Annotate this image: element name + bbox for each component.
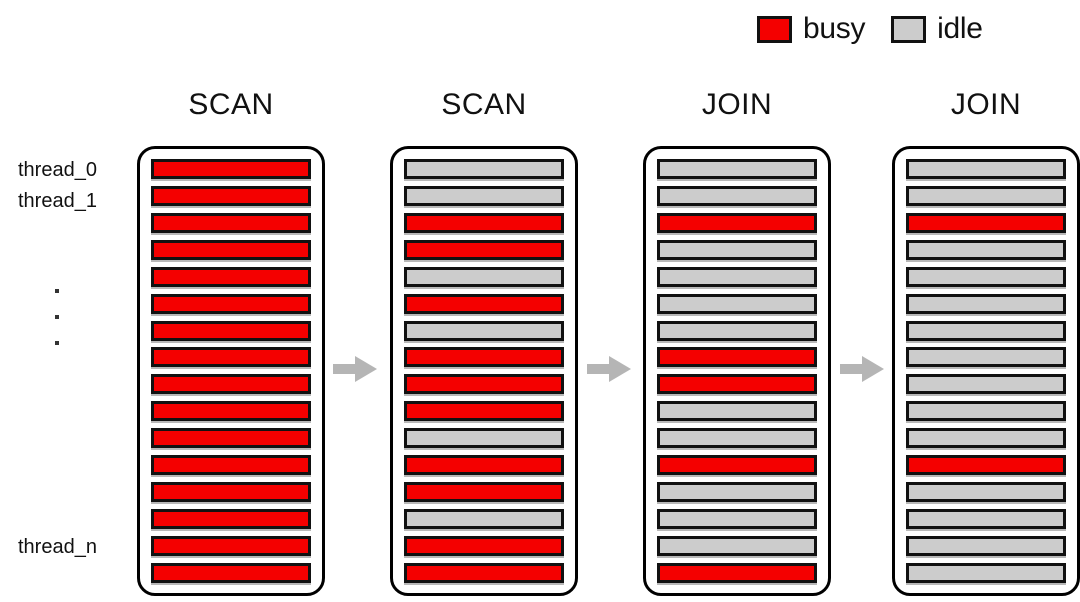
legend-label-idle: idle (937, 12, 983, 45)
legend-label-busy: busy (803, 12, 866, 45)
thread-bar (906, 320, 1066, 341)
thread-bar (151, 185, 311, 206)
stage-column-2 (390, 146, 578, 596)
thread-bar (657, 562, 817, 583)
thread-bar (151, 293, 311, 314)
stage-column-1 (137, 146, 325, 596)
idle-swatch-icon (891, 15, 927, 43)
thread-bar (151, 239, 311, 260)
thread-bar (151, 320, 311, 341)
thread-bar (151, 428, 311, 449)
stage-headers: SCAN SCAN JOIN JOIN (0, 90, 1080, 124)
thread-bar (657, 455, 817, 476)
thread-bar (657, 239, 817, 260)
thread-bar (657, 293, 817, 314)
vertical-ellipsis-icon (55, 289, 59, 345)
thread-bar (404, 239, 564, 260)
thread-bar (657, 508, 817, 529)
thread-bar (657, 212, 817, 233)
thread-bar (906, 159, 1066, 179)
thread-bar (906, 562, 1066, 583)
thread-bar (657, 185, 817, 206)
flow-arrow-2-icon (587, 356, 631, 382)
thread-bar (404, 482, 564, 503)
thread-bar (404, 159, 564, 179)
flow-arrow-3-icon (840, 356, 884, 382)
ellipsis-dot (55, 341, 59, 345)
stage-header-4: JOIN (950, 88, 1022, 121)
arrow-shaft (840, 364, 866, 374)
thread-bar (151, 347, 311, 368)
thread-bar (657, 482, 817, 503)
arrow-shaft (333, 364, 359, 374)
thread-label-last: thread_n (18, 536, 97, 558)
thread-bar (906, 455, 1066, 476)
stage-header-1: SCAN (188, 88, 274, 121)
thread-bar (906, 508, 1066, 529)
thread-bar (657, 374, 817, 395)
thread-bar (657, 401, 817, 422)
thread-bar (151, 482, 311, 503)
thread-bar (151, 401, 311, 422)
thread-bar (906, 374, 1066, 395)
stage-column-4 (892, 146, 1080, 596)
thread-bar (151, 159, 311, 179)
busy-swatch-icon (757, 15, 792, 43)
stage-header-2: SCAN (441, 88, 527, 121)
thread-bar (404, 266, 564, 287)
arrow-shaft (587, 364, 613, 374)
thread-bar (151, 374, 311, 395)
thread-label-first: thread_0 (18, 159, 97, 181)
thread-bar (404, 212, 564, 233)
legend-entry-idle: idle (891, 14, 983, 44)
thread-bar (151, 212, 311, 233)
stage-header-3: JOIN (701, 88, 773, 121)
thread-bar (906, 535, 1066, 556)
legend: busy idle (757, 14, 983, 44)
thread-bar (657, 159, 817, 179)
thread-bar (906, 401, 1066, 422)
thread-label-second: thread_1 (18, 190, 97, 212)
thread-bar (906, 185, 1066, 206)
ellipsis-dot (55, 315, 59, 319)
thread-bar (404, 535, 564, 556)
thread-bar (906, 293, 1066, 314)
thread-bar (404, 320, 564, 341)
thread-bar (906, 482, 1066, 503)
thread-bar (404, 428, 564, 449)
thread-bar (906, 212, 1066, 233)
thread-bar (404, 185, 564, 206)
thread-bar (404, 401, 564, 422)
thread-bar (404, 508, 564, 529)
thread-bar (906, 266, 1066, 287)
thread-bar (906, 239, 1066, 260)
arrow-head (355, 356, 377, 382)
ellipsis-dot (55, 289, 59, 293)
thread-bar (404, 455, 564, 476)
thread-bar (404, 374, 564, 395)
thread-axis-labels: thread_0 thread_1 thread_n (0, 0, 140, 602)
thread-bar (657, 266, 817, 287)
thread-bar (657, 320, 817, 341)
stage-column-3 (643, 146, 831, 596)
thread-bar (151, 455, 311, 476)
thread-bar (151, 535, 311, 556)
thread-bar (404, 347, 564, 368)
arrow-head (862, 356, 884, 382)
legend-entry-busy: busy (757, 14, 865, 44)
thread-bar (151, 508, 311, 529)
thread-bar (151, 266, 311, 287)
thread-bar (151, 562, 311, 583)
thread-bar (657, 535, 817, 556)
flow-arrow-1-icon (333, 356, 377, 382)
thread-bar (657, 428, 817, 449)
arrow-head (609, 356, 631, 382)
thread-bar (657, 347, 817, 368)
thread-bar (404, 562, 564, 583)
thread-bar (906, 347, 1066, 368)
thread-bar (404, 293, 564, 314)
thread-bar (906, 428, 1066, 449)
